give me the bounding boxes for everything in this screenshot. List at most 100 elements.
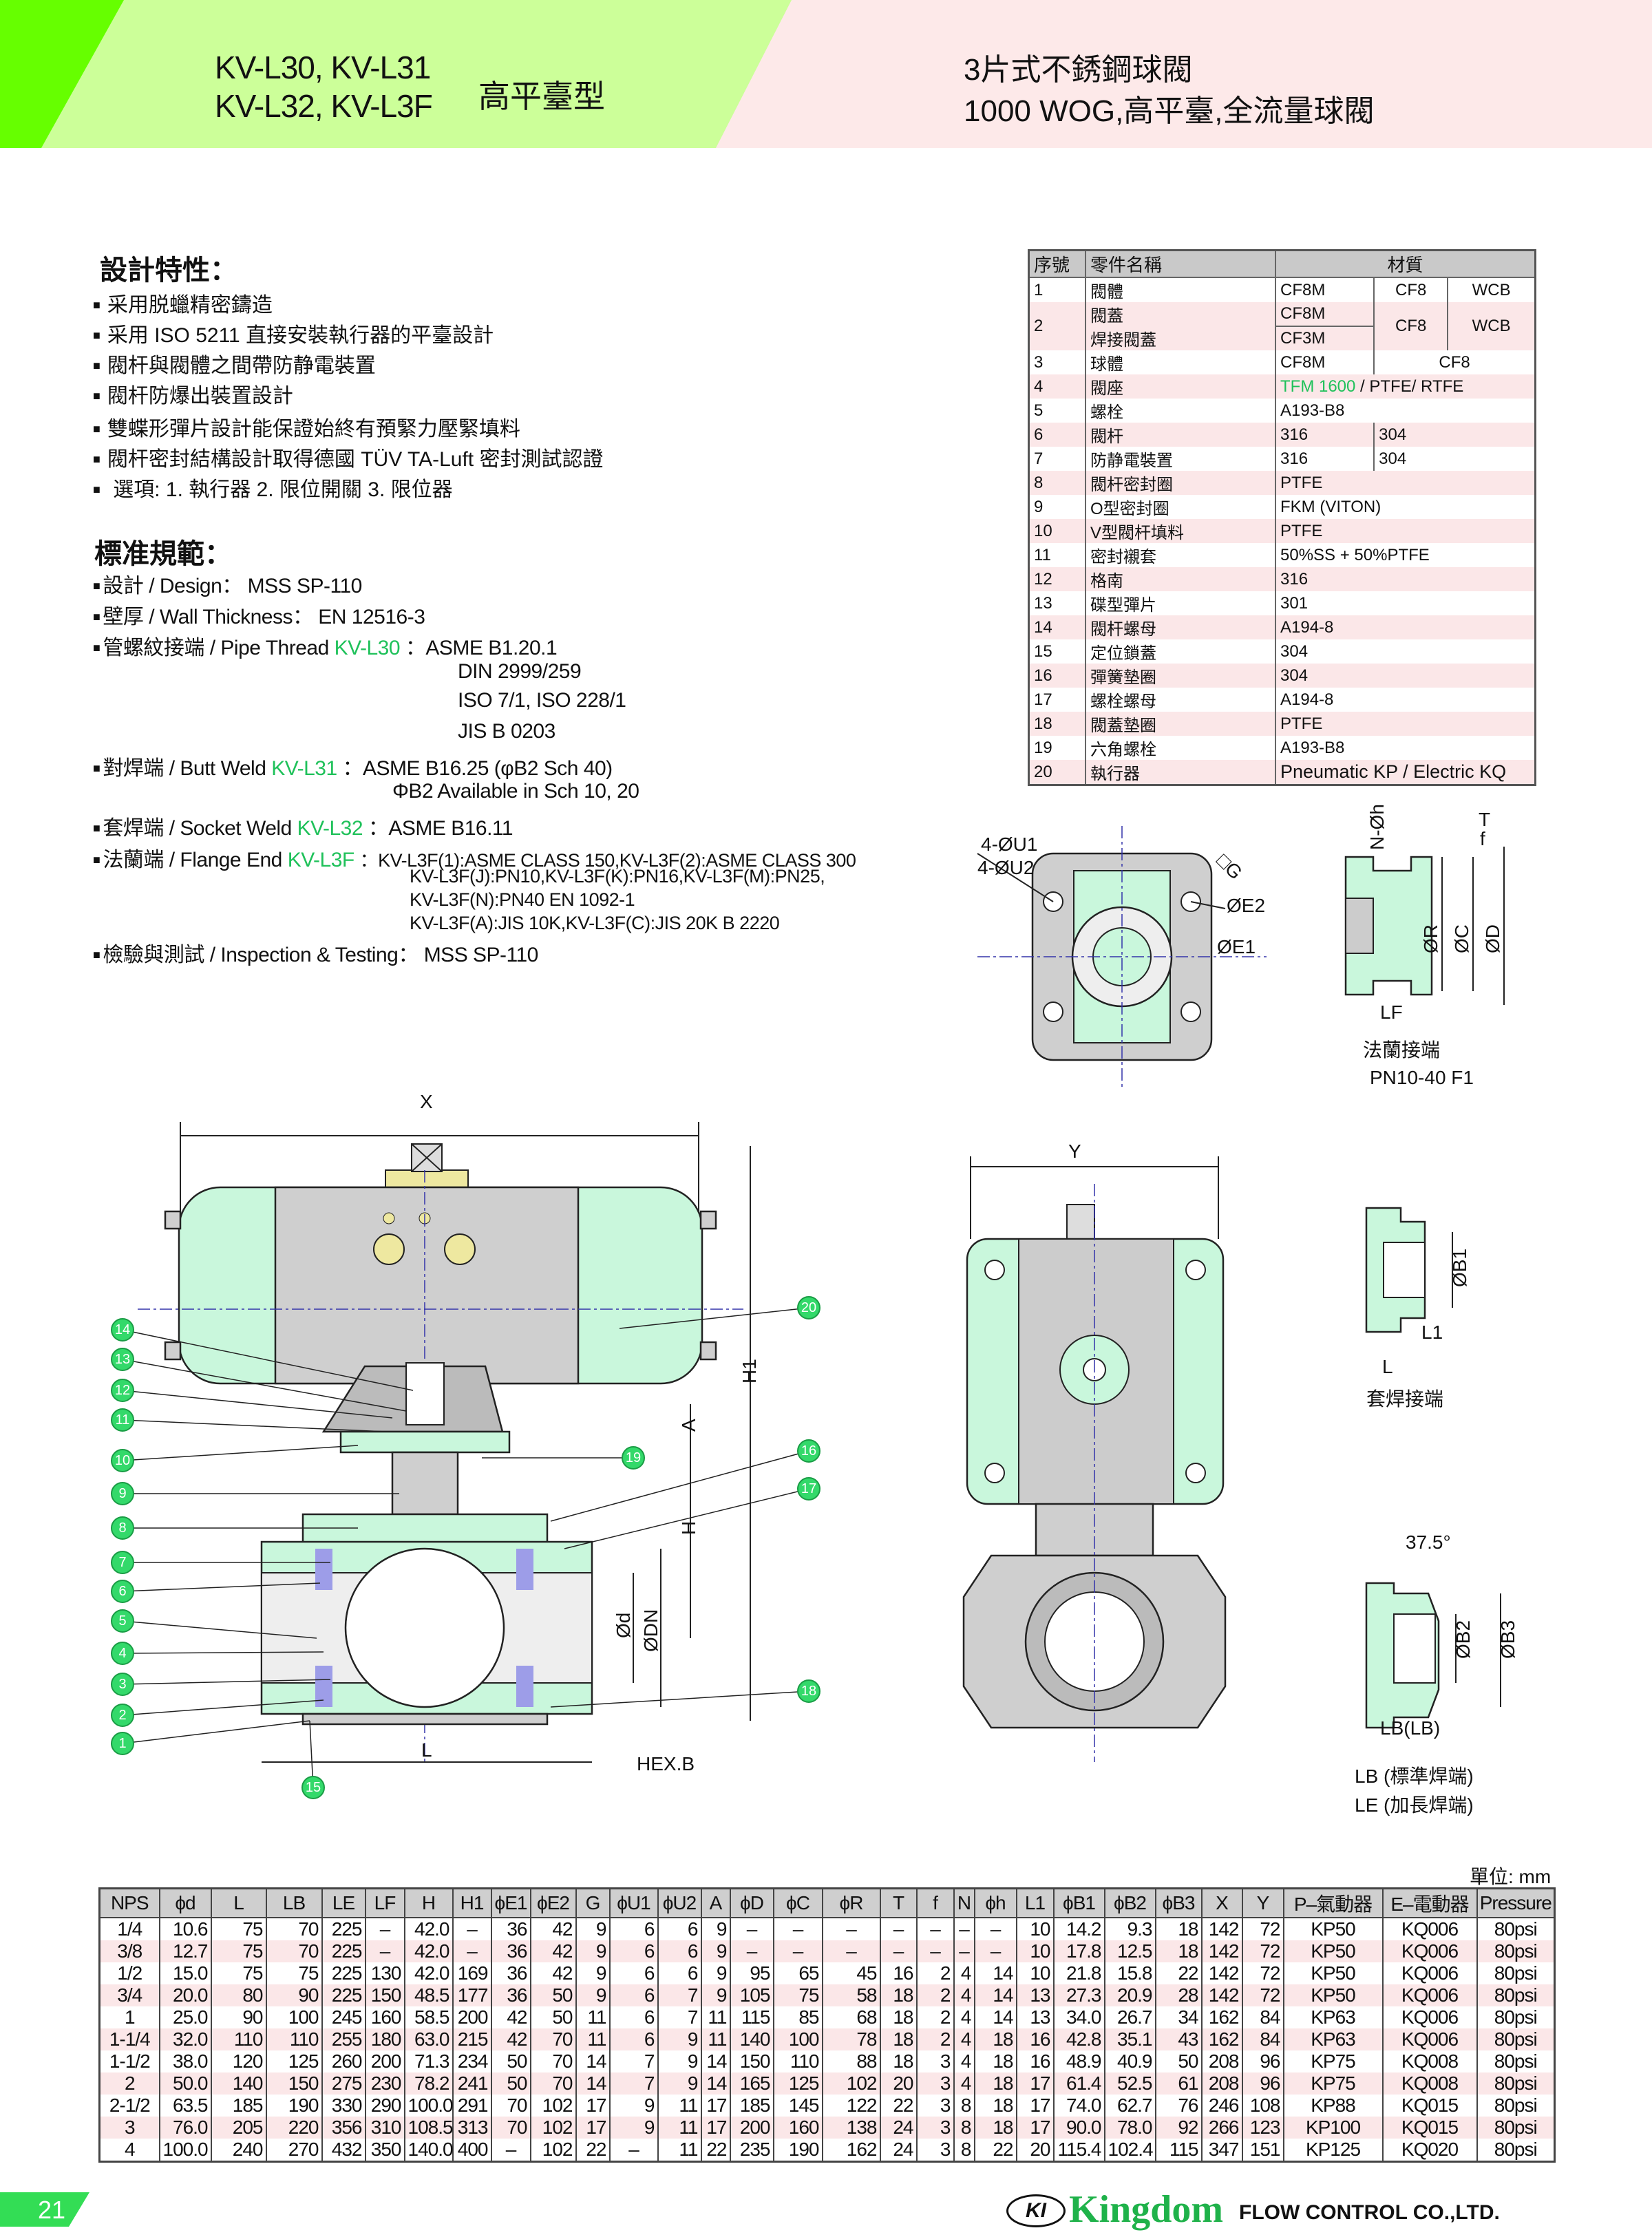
dimensions-cell: 35.1 <box>1103 2028 1156 2050</box>
dimensions-cell: 17 <box>1015 2072 1054 2095</box>
callout-number: 20 <box>801 1300 816 1315</box>
material-cell: CF8 <box>1373 277 1448 302</box>
dimensions-cell: 8 <box>953 2095 975 2117</box>
dimensions-cell: 230 <box>364 2072 405 2095</box>
callout-9: 9 <box>111 1482 134 1505</box>
dimensions-cell: 18 <box>973 2072 1017 2095</box>
dimensions-cell: 11 <box>700 2028 730 2050</box>
dimensions-cell: 70 <box>529 2072 576 2095</box>
standard-label-en: Butt Weld <box>180 757 266 780</box>
dimensions-cell: 75 <box>210 1962 266 1984</box>
callout-circle <box>111 1348 134 1371</box>
material-value: A193-B8 <box>1280 401 1345 420</box>
callout-13: 13 <box>111 1348 134 1371</box>
callout-leader-line <box>564 1488 809 1549</box>
dimensions-header-cell: NPS <box>98 1888 160 1918</box>
dimensions-cell: 6 <box>657 1940 701 1962</box>
dimensions-cell: 18 <box>973 2095 1017 2117</box>
standard-item: ■套焊端 / Socket Weld KV-L32 ：ASME B16.11 <box>93 811 513 841</box>
dimensions-cell: 16 <box>879 1962 917 1984</box>
part-number: 7 <box>1028 447 1086 471</box>
dimensions-cell: 15.8 <box>1103 1962 1156 1984</box>
dimensions-cell: 18 <box>973 2117 1017 2139</box>
callout-circle <box>111 1551 134 1574</box>
dimensions-cell: 62.7 <box>1103 2095 1156 2117</box>
dimensions-header-cell: N <box>953 1888 975 1918</box>
material-cell: A194-8 <box>1275 615 1536 639</box>
label-lf: LF <box>1380 1001 1403 1023</box>
callout-5: 5 <box>111 1609 134 1633</box>
material-value: 304 <box>1280 642 1309 661</box>
dimensions-cell: 14 <box>575 2050 610 2072</box>
model-code: KV-L3F <box>287 849 355 871</box>
dimensions-cell: 235 <box>729 2139 774 2162</box>
standard-label-en: Flange End <box>180 849 282 871</box>
material-value: 50%SS + 50%PTFE <box>1280 545 1430 564</box>
slash-separator: / <box>204 637 221 659</box>
standard-extra-line: ISO 7/1, ISO 228/1 <box>458 689 626 712</box>
callout-leader-line <box>122 1582 321 1592</box>
dimensions-cell: 330 <box>321 2095 366 2117</box>
dimensions-cell: 52.5 <box>1103 2072 1156 2095</box>
callout-15: 15 <box>301 1776 325 1799</box>
dimensions-cell: 76.0 <box>158 2117 211 2139</box>
part-number: 20 <box>1028 760 1086 785</box>
dimensions-cell: 162 <box>1200 2006 1242 2028</box>
material-cell: A193-B8 <box>1275 736 1536 760</box>
dimensions-cell: 2 <box>915 1962 954 1984</box>
dimensions-cell: 9 <box>608 2117 658 2139</box>
standard-value: ：ASME B16.11 <box>368 817 513 840</box>
dimensions-cell: 241 <box>452 2072 491 2095</box>
dimensions-cell: 7 <box>657 1984 701 2006</box>
material-value: FKM (VITON) <box>1280 497 1381 516</box>
unit-label: 單位: mm <box>1470 1866 1552 1887</box>
dimensions-cell: KQ006 <box>1381 1940 1477 1962</box>
dimensions-cell: 70 <box>265 1918 322 1940</box>
callout-number: 13 <box>115 1352 130 1367</box>
part-name: 焊接閥蓋 <box>1085 326 1275 350</box>
bullet-icon: ■ <box>93 641 100 655</box>
dimensions-header-cell: LB <box>265 1888 322 1918</box>
dimensions-cell: 3 <box>915 2095 954 2117</box>
dimensions-cell: 190 <box>265 2095 322 2117</box>
part-name: 閥杆螺母 <box>1085 615 1275 639</box>
material-cell: 301 <box>1275 591 1536 615</box>
part-number: 4 <box>1028 374 1086 399</box>
dimensions-cell: – <box>953 1940 975 1962</box>
callout-leader-line <box>122 1679 331 1685</box>
dimensions-cell: 18 <box>973 2028 1017 2050</box>
dimensions-cell: 185 <box>210 2095 266 2117</box>
label-angle: 37.5° <box>1406 1531 1451 1553</box>
dimensions-cell: – <box>729 1918 774 1940</box>
dimensions-cell: 220 <box>265 2117 322 2139</box>
dimensions-header-cell: ϕE2 <box>529 1888 576 1918</box>
slash-separator: / <box>163 849 180 871</box>
material-cell: 316 <box>1274 423 1375 447</box>
label-e1: ØE1 <box>1217 936 1256 957</box>
callout-16: 16 <box>797 1439 820 1463</box>
dimensions-cell: KP63 <box>1282 2006 1383 2028</box>
callout-leader-line <box>122 1390 393 1419</box>
callout-circle <box>111 1482 134 1505</box>
bullet-icon: ■ <box>93 579 100 593</box>
dimensions-cell: 162 <box>821 2139 880 2162</box>
label-d: ØD <box>1482 924 1503 953</box>
dimensions-cell: 4 <box>953 2006 975 2028</box>
label-t: T <box>1479 809 1490 830</box>
dimensions-cell: 50 <box>1154 2050 1202 2072</box>
dimensions-header-cell: H1 <box>452 1888 491 1918</box>
dimensions-cell: 42.0 <box>403 1918 453 1940</box>
dimensions-cell: 260 <box>321 2050 366 2072</box>
parts-header-row: 序號零件名稱材質 <box>1028 250 1536 278</box>
dimensions-cell: 10.6 <box>158 1918 211 1940</box>
dimensions-cell: 215 <box>452 2028 491 2050</box>
label-h: H <box>678 1521 699 1535</box>
dimensions-cell: 63.5 <box>158 2095 211 2117</box>
